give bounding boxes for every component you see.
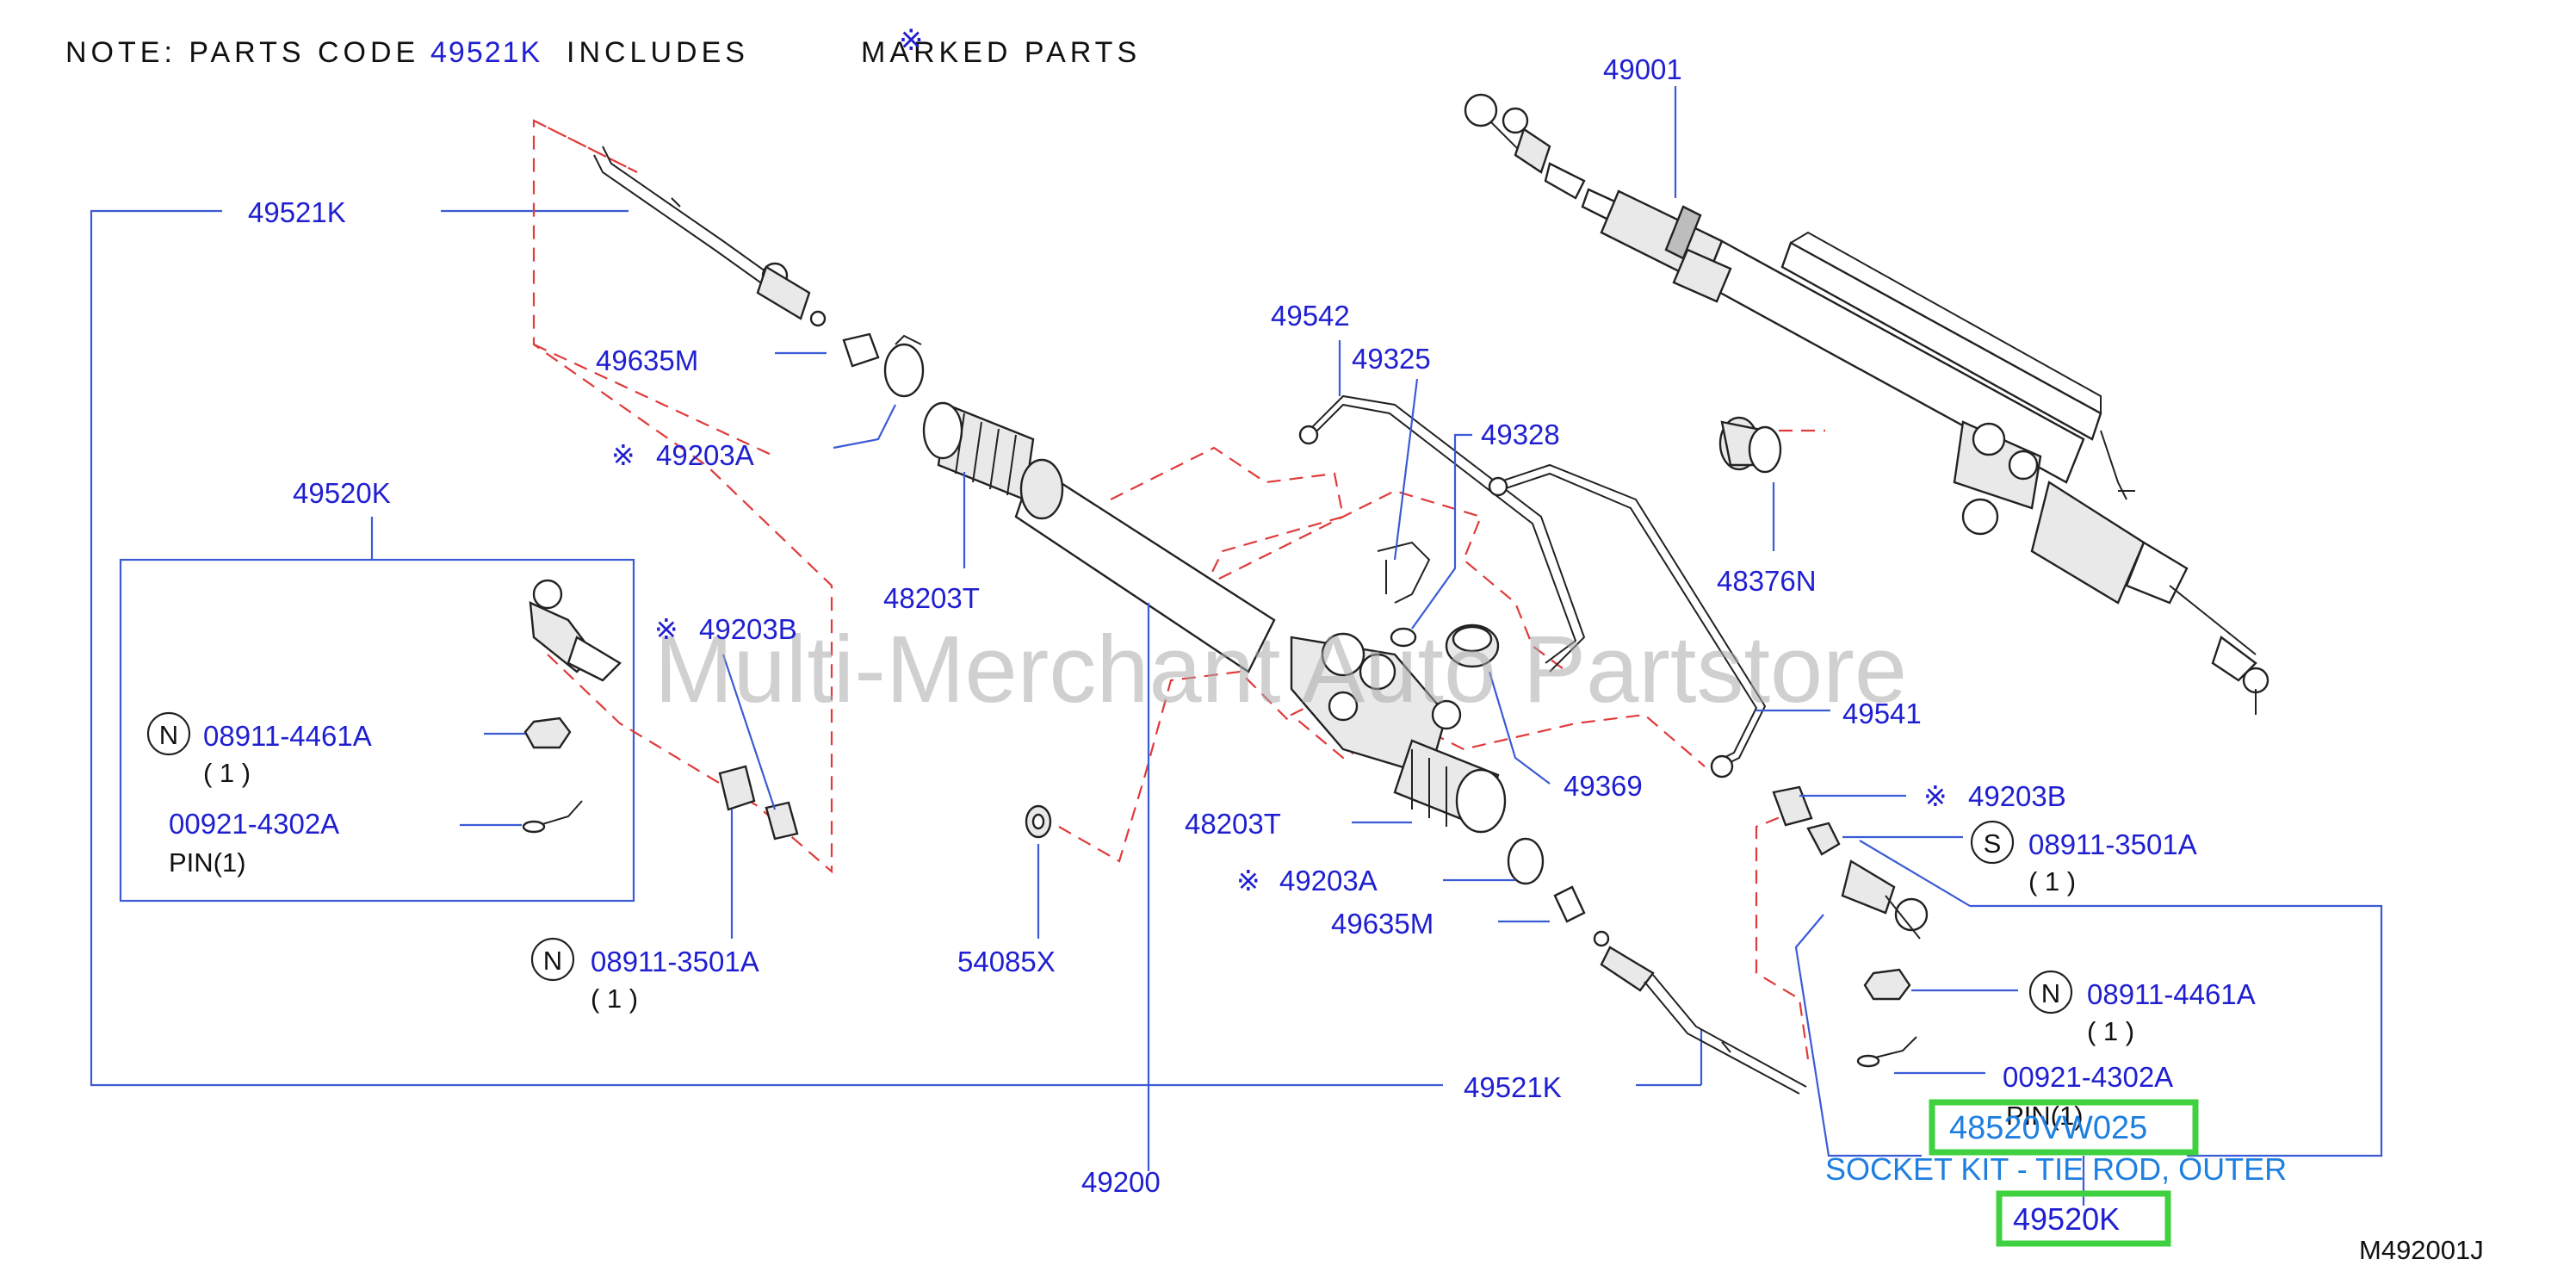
- label-49521k-top[interactable]: 49521K: [248, 196, 346, 228]
- symbol-s-right-text: S: [1984, 828, 2002, 859]
- highlight-box-49520k: [1996, 1190, 2171, 1247]
- qty-08911-3501a-left: ( 1 ): [591, 983, 638, 1014]
- dash-center-54085x: [1058, 670, 1292, 863]
- socket-49203b-left[interactable]: [718, 765, 799, 841]
- leader-49203b-left: [721, 654, 777, 810]
- label-49203a-left[interactable]: 49203A: [656, 439, 754, 471]
- lock-plate-49635m-left[interactable]: [842, 332, 880, 368]
- leader-49369: [1488, 671, 1551, 785]
- socket-49203b-right[interactable]: [1772, 785, 1813, 827]
- label-49325[interactable]: 49325: [1352, 343, 1431, 375]
- label-49001[interactable]: 49001: [1603, 53, 1682, 85]
- label-48376n[interactable]: 48376N: [1717, 565, 1817, 597]
- pin-00921-4302a-left[interactable]: [522, 800, 583, 834]
- nut-08911-4461a-right[interactable]: [1863, 968, 1911, 1001]
- leader-box-right-left: [1794, 914, 1922, 1157]
- frame-49521k-left: [90, 209, 1443, 1087]
- gear-housing-49200[interactable]: [1014, 458, 1507, 834]
- cap-49369[interactable]: [1445, 623, 1500, 668]
- label-49521k-bottom[interactable]: 49521K: [1464, 1071, 1562, 1103]
- label-08911-3501a-left[interactable]: 08911-3501A: [591, 946, 759, 977]
- watermark: Multi-Merchant Auto Partstore: [654, 617, 1907, 723]
- label-08911-3501a-right[interactable]: 08911-3501A: [2028, 828, 2197, 860]
- qty-08911-3501a-right: ( 1 ): [2028, 866, 2076, 896]
- dash-right-parts: [1755, 808, 1810, 1060]
- label-49520k-box[interactable]: 49520K: [293, 477, 391, 509]
- label-49200[interactable]: 49200: [1081, 1166, 1161, 1198]
- pin-qty-right: PIN(1): [2006, 1101, 2084, 1131]
- inner-tie-rod-49521k-left[interactable]: [593, 146, 827, 327]
- qty-08911-4461a-left: ( 1 ): [203, 758, 251, 788]
- nut-08911-3501a-right[interactable]: [1806, 822, 1841, 856]
- bushing-48376n[interactable]: [1718, 416, 1782, 474]
- note-mark-symbol: ※: [899, 24, 924, 57]
- label-49328[interactable]: 49328: [1481, 419, 1560, 450]
- label-48203t-right[interactable]: 48203T: [1185, 808, 1281, 840]
- rack-assembly-49001[interactable]: [1464, 93, 2269, 715]
- leader-49328: [1411, 433, 1472, 630]
- label-08911-4461a-left[interactable]: 08911-4461A: [203, 720, 372, 752]
- label-49203b-left[interactable]: 49203B: [699, 613, 797, 645]
- box-49520k-right: [1970, 904, 2383, 1157]
- tie-rod-end-right[interactable]: [1841, 859, 1929, 940]
- dash-left-top: [532, 119, 833, 874]
- oring-49328[interactable]: [1390, 627, 1417, 648]
- qty-08911-4461a-right: ( 1 ): [2087, 1016, 2134, 1046]
- label-49203b-right[interactable]: 49203B: [1968, 780, 2066, 812]
- pipe-49541[interactable]: [1488, 463, 1767, 779]
- pin-qty-left: PIN(1): [169, 847, 246, 878]
- pipe-49542[interactable]: [1298, 394, 1586, 673]
- label-49635m-right[interactable]: 49635M: [1331, 908, 1434, 940]
- highlight-box-48520vw025: [1929, 1099, 2199, 1156]
- note-marked-parts: MARKED PARTS: [861, 36, 1141, 69]
- mark-49203a-left: ※: [611, 439, 635, 471]
- label-49369[interactable]: 49369: [1564, 770, 1643, 802]
- label-49542[interactable]: 49542: [1271, 300, 1350, 332]
- leader-49325: [1393, 378, 1419, 561]
- label-49541[interactable]: 49541: [1842, 698, 1922, 729]
- mark-49203b-right: ※: [1923, 780, 1947, 812]
- highlight-part-number[interactable]: 48520VW025: [1949, 1110, 2147, 1146]
- symbol-n-right-text: N: [2041, 978, 2060, 1008]
- bracket-49325[interactable]: [1377, 541, 1431, 604]
- note-part-code[interactable]: 49521K: [430, 36, 542, 69]
- symbol-n-left-1-text: N: [159, 720, 178, 750]
- label-49635m-left[interactable]: 49635M: [596, 344, 698, 376]
- mark-49203b-left: ※: [654, 613, 678, 645]
- note-includes: INCLUDES: [567, 36, 749, 69]
- grommet-54085x[interactable]: [1025, 804, 1052, 839]
- boot-clamp-49203a-right[interactable]: [1507, 837, 1545, 885]
- symbol-n-left-1: [146, 711, 191, 756]
- symbol-n-right: [2028, 970, 2073, 1014]
- highlight-part-description: SOCKET KIT - TIE ROD, OUTER: [1825, 1151, 2287, 1187]
- label-00921-4302a-right[interactable]: 00921-4302A: [2003, 1061, 2173, 1093]
- label-54085x[interactable]: 54085X: [957, 946, 1056, 977]
- symbol-n-left-2: [530, 937, 575, 982]
- note-prefix: NOTE: PARTS CODE: [65, 36, 419, 69]
- boot-48203t-left[interactable]: [922, 401, 1035, 501]
- symbol-s-right: [1970, 820, 2015, 865]
- pin-00921-4302a-right[interactable]: [1856, 1036, 1917, 1068]
- symbol-n-left-2-text: N: [543, 946, 562, 976]
- lock-plate-49635m-right[interactable]: [1553, 885, 1586, 923]
- label-00921-4302a-left[interactable]: 00921-4302A: [169, 808, 339, 840]
- mark-49203a-right: ※: [1236, 865, 1260, 896]
- inner-tie-rod-49521k-right[interactable]: [1593, 930, 1807, 1095]
- label-49520k-bottom[interactable]: 49520K: [2013, 1201, 2120, 1237]
- leader-box-right-top: [1859, 840, 1971, 907]
- leader-49203a-left: [833, 404, 896, 450]
- boot-clamp-49203a-left[interactable]: [883, 334, 925, 398]
- box-49520k-left: [119, 558, 635, 903]
- nut-08911-4461a-left[interactable]: [523, 717, 572, 749]
- label-08911-4461a-right[interactable]: 08911-4461A: [2087, 978, 2256, 1010]
- label-49203a-right[interactable]: 49203A: [1279, 865, 1378, 896]
- diagram-code: M492001J: [2359, 1235, 2484, 1265]
- label-48203t-left[interactable]: 48203T: [883, 582, 980, 614]
- tie-rod-end-left[interactable]: [529, 579, 622, 682]
